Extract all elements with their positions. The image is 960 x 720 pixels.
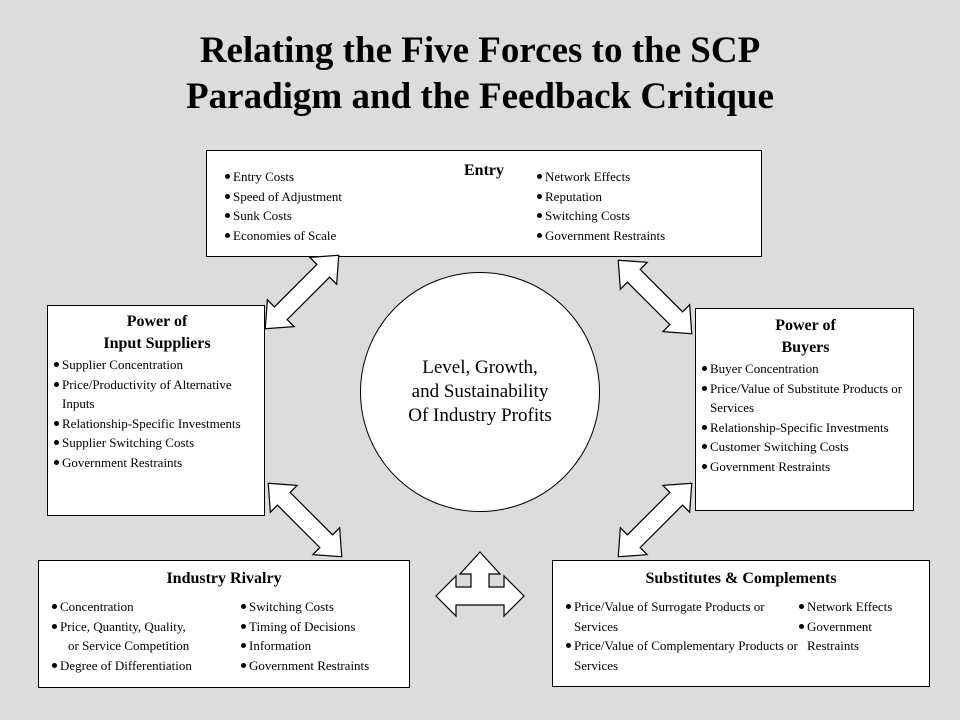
center-label: Level, Growth, and Sustainability Of Ind… xyxy=(408,356,552,428)
list-item: Supplier Switching Costs xyxy=(54,433,260,453)
center-label-line-2: and Sustainability xyxy=(411,381,549,402)
list-item: Relationship-Specific Investments xyxy=(54,414,260,434)
substitutes-right-list: Network Effects Government Restraints xyxy=(799,597,927,656)
double-headed-arrow-icon xyxy=(251,241,353,343)
double-headed-arrow-icon xyxy=(254,469,356,571)
double-headed-arrow-icon xyxy=(604,469,706,571)
list-item: Concentration xyxy=(52,597,192,617)
list-item: Government Restraints xyxy=(537,226,665,246)
list-item: Speed of Adjustment xyxy=(225,187,342,207)
rivalry-right-list: Switching Costs Timing of Decisions Info… xyxy=(241,597,369,675)
buyers-heading-line-1: Power of xyxy=(775,317,836,334)
list-item: Price, Quantity, Quality, or Service Com… xyxy=(52,617,192,656)
page-title: Relating the Five Forces to the SCP Para… xyxy=(0,28,960,120)
list-item: Degree of Differentiation xyxy=(52,656,192,676)
list-item: Price/Value of Surrogate Products or Ser… xyxy=(566,597,798,636)
entry-box: Entry Entry Costs Speed of Adjustment Su… xyxy=(206,150,762,257)
suppliers-heading-line-2: Input Suppliers xyxy=(103,335,211,352)
list-item: Network Effects xyxy=(799,597,927,617)
list-item: Sunk Costs xyxy=(225,206,342,226)
list-item: Switching Costs xyxy=(241,597,369,617)
rivalry-heading: Industry Rivalry xyxy=(166,570,282,587)
center-label-line-3: Of Industry Profits xyxy=(408,405,552,426)
list-item: Economies of Scale xyxy=(225,226,342,246)
rivalry-box: Industry Rivalry Concentration Price, Qu… xyxy=(38,560,410,688)
substitutes-box: Substitutes & Complements Price/Value of… xyxy=(552,560,930,687)
buyers-list: Buyer Concentration Price/Value of Subst… xyxy=(702,359,909,476)
center-label-line-1: Level, Growth, xyxy=(422,357,538,378)
entry-right-list: Network Effects Reputation Switching Cos… xyxy=(537,167,665,245)
three-headed-arrow-icon xyxy=(435,551,525,617)
list-item: Price/Productivity of Alternative Inputs xyxy=(54,375,260,414)
list-item: Government Restraints xyxy=(241,656,369,676)
suppliers-list: Supplier Concentration Price/Productivit… xyxy=(54,355,260,472)
list-item: Entry Costs xyxy=(225,167,342,187)
list-item: Price/Value of Substitute Products or Se… xyxy=(702,379,909,418)
list-item: Government Restraints xyxy=(702,457,909,477)
center-circle: Level, Growth, and Sustainability Of Ind… xyxy=(360,272,600,512)
list-item: Switching Costs xyxy=(537,206,665,226)
list-item: Customer Switching Costs xyxy=(702,437,909,457)
substitutes-heading: Substitutes & Complements xyxy=(645,570,837,587)
list-item: Relationship-Specific Investments xyxy=(702,418,909,438)
list-item: Supplier Concentration xyxy=(54,355,260,375)
suppliers-heading-line-1: Power of xyxy=(126,313,188,330)
buyers-heading-line-2: Buyers xyxy=(781,339,830,356)
suppliers-heading: Power of Input Suppliers xyxy=(54,311,260,355)
list-item: Buyer Concentration xyxy=(702,359,909,379)
buyers-heading: Power of Buyers xyxy=(702,315,909,359)
list-item: Timing of Decisions xyxy=(241,617,369,637)
list-item: Information xyxy=(241,636,369,656)
buyers-box: Power of Buyers Buyer Concentration Pric… xyxy=(695,308,914,511)
rivalry-left-list: Concentration Price, Quantity, Quality, … xyxy=(52,597,192,675)
list-item: Network Effects xyxy=(537,167,665,187)
title-line-2: Paradigm and the Feedback Critique xyxy=(186,76,774,117)
entry-heading: Entry xyxy=(464,162,504,179)
suppliers-box: Power of Input Suppliers Supplier Concen… xyxy=(47,305,265,516)
list-item: Price/Value of Complementary Products or… xyxy=(566,636,798,675)
list-item: Reputation xyxy=(537,187,665,207)
list-item: Government Restraints xyxy=(54,453,260,473)
title-line-1: Relating the Five Forces to the SCP xyxy=(199,30,761,71)
double-headed-arrow-icon xyxy=(604,246,706,348)
list-item-continuation: or Service Competition xyxy=(68,638,190,653)
substitutes-left-list: Price/Value of Surrogate Products or Ser… xyxy=(566,597,798,675)
list-item: Government Restraints xyxy=(799,617,927,656)
entry-left-list: Entry Costs Speed of Adjustment Sunk Cos… xyxy=(225,167,342,245)
list-item-text: Price, Quantity, Quality, xyxy=(60,618,186,634)
